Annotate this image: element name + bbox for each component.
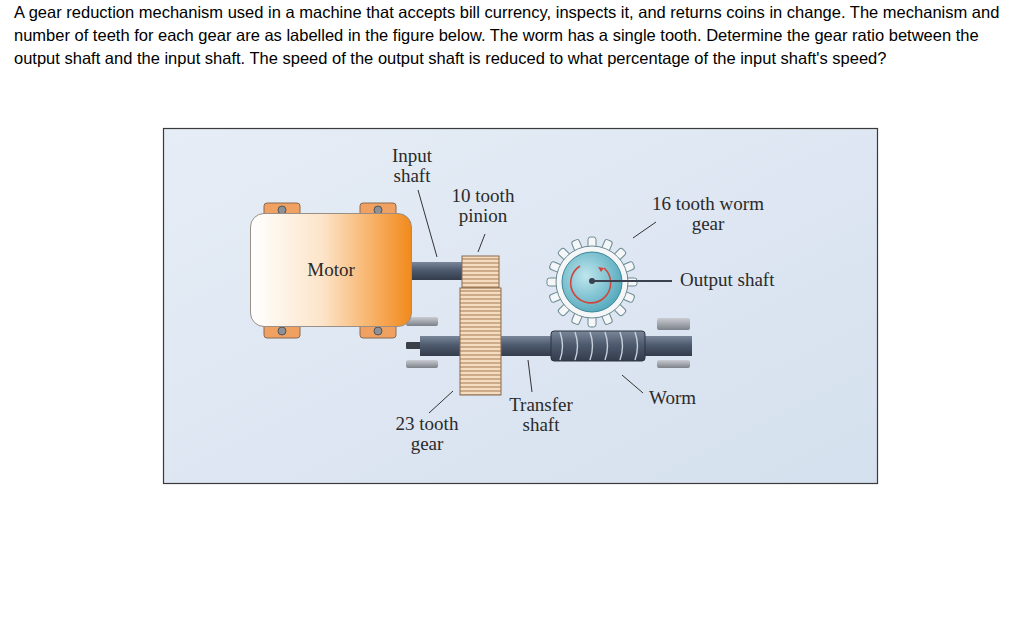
gear-label: 23 tooth gear	[382, 414, 472, 454]
gear-label: 16 tooth worm gear	[652, 194, 764, 234]
shaft-label: Output shaft	[680, 270, 774, 290]
motor-body: Motor	[250, 213, 412, 327]
question-text: A gear reduction mechanism used in a mac…	[14, 1, 1014, 70]
motor-label: Motor	[307, 259, 355, 281]
shaft-label: Transfer shaft	[496, 395, 586, 435]
worm-label: Worm	[649, 388, 696, 408]
gear-label: 10 tooth pinion	[438, 186, 528, 226]
shaft-label: Input shaft	[377, 146, 447, 186]
